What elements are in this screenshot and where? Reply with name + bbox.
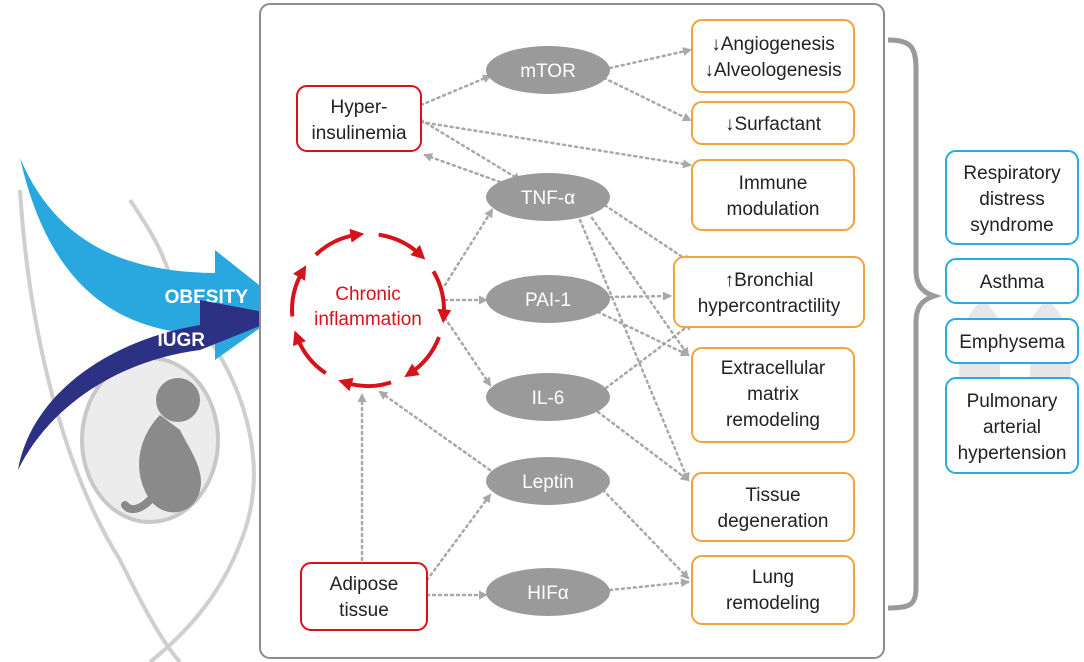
effect-node-surfactant: ↓Surfactant [691, 101, 855, 145]
arrow-hyperinsulinemia-to-immune [419, 120, 692, 169]
emphysema-label: Emphysema [959, 332, 1065, 353]
immune-line-2: modulation [727, 199, 820, 220]
surfactant-label: ↓Surfactant [725, 114, 822, 135]
pregnancy-illustration [18, 189, 256, 662]
hyperinsulinemia-line-1: Hyper- [330, 97, 387, 118]
obesity-label: OBESITY [165, 287, 249, 308]
mtor-label: mTOR [520, 61, 576, 82]
hif-label: HIFα [527, 583, 569, 604]
mediator-node-tnf: TNF-α [486, 173, 610, 221]
iugr-arrow: IUGR [18, 300, 285, 470]
mediator-node-pai1: PAI-1 [486, 275, 610, 323]
adipose-line-2: tissue [339, 600, 389, 621]
arrow-mtor-to-surfactant [602, 76, 692, 122]
lung-line-2: remodeling [726, 593, 820, 614]
adipose-line-1: Adipose [330, 574, 399, 595]
bronchial-line-1: ↑Bronchial [725, 270, 814, 291]
iugr-label: IUGR [158, 330, 206, 351]
fetus-icon [121, 378, 201, 514]
mediator-node-leptin: Leptin [486, 457, 610, 505]
mediator-node-hif: HIFα [486, 568, 610, 616]
cycle-arrow-segment [378, 232, 426, 260]
arrow-il6-to-bronchial [604, 321, 694, 390]
rds-line-3: syndrome [970, 215, 1053, 236]
angiogenesis-line-1: ↓Angiogenesis [711, 34, 835, 55]
arrow-chronic-inflammation-to-il6 [443, 316, 492, 387]
connection-arrows [357, 47, 694, 600]
outcome-node-asthma: Asthma [945, 258, 1079, 304]
arrow-adipose-tissue-to-leptin [425, 493, 492, 582]
angiogenesis-line-2: ↓Alveologenesis [704, 60, 841, 81]
cycle-arrow-segment [290, 265, 307, 317]
mediator-node-mtor: mTOR [486, 46, 610, 94]
effect-node-lung-remodeling: Lung remodeling [691, 555, 855, 625]
ecm-line-2: matrix [747, 384, 799, 405]
mediator-node-il6: IL-6 [486, 373, 610, 421]
arrow-pai1-to-ecm [596, 310, 690, 357]
effect-node-tissue-degeneration: Tissue degeneration [691, 472, 855, 542]
arrow-hif-to-lung [608, 578, 690, 592]
rds-line-1: Respiratory [963, 163, 1061, 184]
outcome-node-emphysema: Emphysema [945, 318, 1079, 364]
ecm-line-3: remodeling [726, 410, 820, 431]
arrow-il6-to-tissue [596, 410, 690, 482]
rds-line-2: distress [979, 189, 1044, 210]
cycle-arrow-segment [431, 270, 452, 324]
cycle-arrow-segment [338, 377, 392, 392]
effect-node-immune-modulation: Immune modulation [691, 159, 855, 231]
cycle-arrow-segment [292, 330, 327, 375]
arrow-hyperinsulinemia-to-tnf [419, 118, 522, 182]
chronic-inflammation-cycle [290, 228, 452, 392]
pah-line-3: hypertension [958, 443, 1067, 464]
asthma-label: Asthma [980, 272, 1045, 293]
ecm-line-1: Extracellular [721, 358, 826, 379]
il6-label: IL-6 [532, 388, 565, 409]
tissue-line-2: degeneration [718, 511, 829, 532]
arrow-tnf-to-hyperinsulinemia [423, 153, 502, 184]
leptin-label: Leptin [522, 472, 574, 493]
hyperinsulinemia-line-2: insulinemia [311, 123, 406, 144]
arrow-tnf-to-bronchial [598, 200, 692, 264]
immune-line-1: Immune [739, 173, 808, 194]
pai1-label: PAI-1 [525, 290, 571, 311]
cycle-arrow-segment [404, 336, 441, 378]
source-node-adipose-tissue: Adipose tissue [300, 562, 428, 631]
tnf-label: TNF-α [521, 188, 575, 209]
cycle-arrow-segment [314, 228, 365, 257]
pah-line-2: arterial [983, 417, 1041, 438]
outcome-node-pah: Pulmonary arterial hypertension [945, 377, 1079, 474]
arrow-tnf-to-ecm [590, 216, 690, 357]
arrow-tnf-to-tissue [578, 218, 690, 482]
source-node-chronic-inflammation: Chronic inflammation [314, 284, 422, 330]
chronic-inflammation-line-2: inflammation [314, 309, 422, 330]
arrow-leptin-to-lung [601, 488, 690, 580]
effect-node-bronchial: ↑Bronchial hypercontractility [673, 256, 865, 328]
tissue-line-1: Tissue [745, 485, 800, 506]
outcome-brace [887, 37, 942, 611]
bronchial-line-2: hypercontractility [698, 296, 841, 317]
arrow-hyperinsulinemia-to-mtor [419, 74, 492, 107]
lung-line-1: Lung [752, 567, 794, 588]
arrow-pai1-to-bronchial [608, 291, 672, 301]
effect-node-angiogenesis: ↓Angiogenesis ↓Alveologenesis [691, 19, 855, 93]
arrow-leptin-to-chronic-inflammation [378, 390, 492, 472]
arrow-chronic-inflammation-to-tnf [443, 208, 494, 287]
chronic-inflammation-line-1: Chronic [335, 284, 400, 305]
source-node-hyperinsulinemia: Hyper- insulinemia [296, 85, 422, 152]
effect-node-ecm: Extracellular matrix remodeling [691, 347, 855, 443]
outcome-node-rds: Respiratory distress syndrome [945, 150, 1079, 245]
pah-line-1: Pulmonary [967, 391, 1058, 412]
arrow-mtor-to-angiogenesis [608, 47, 692, 70]
